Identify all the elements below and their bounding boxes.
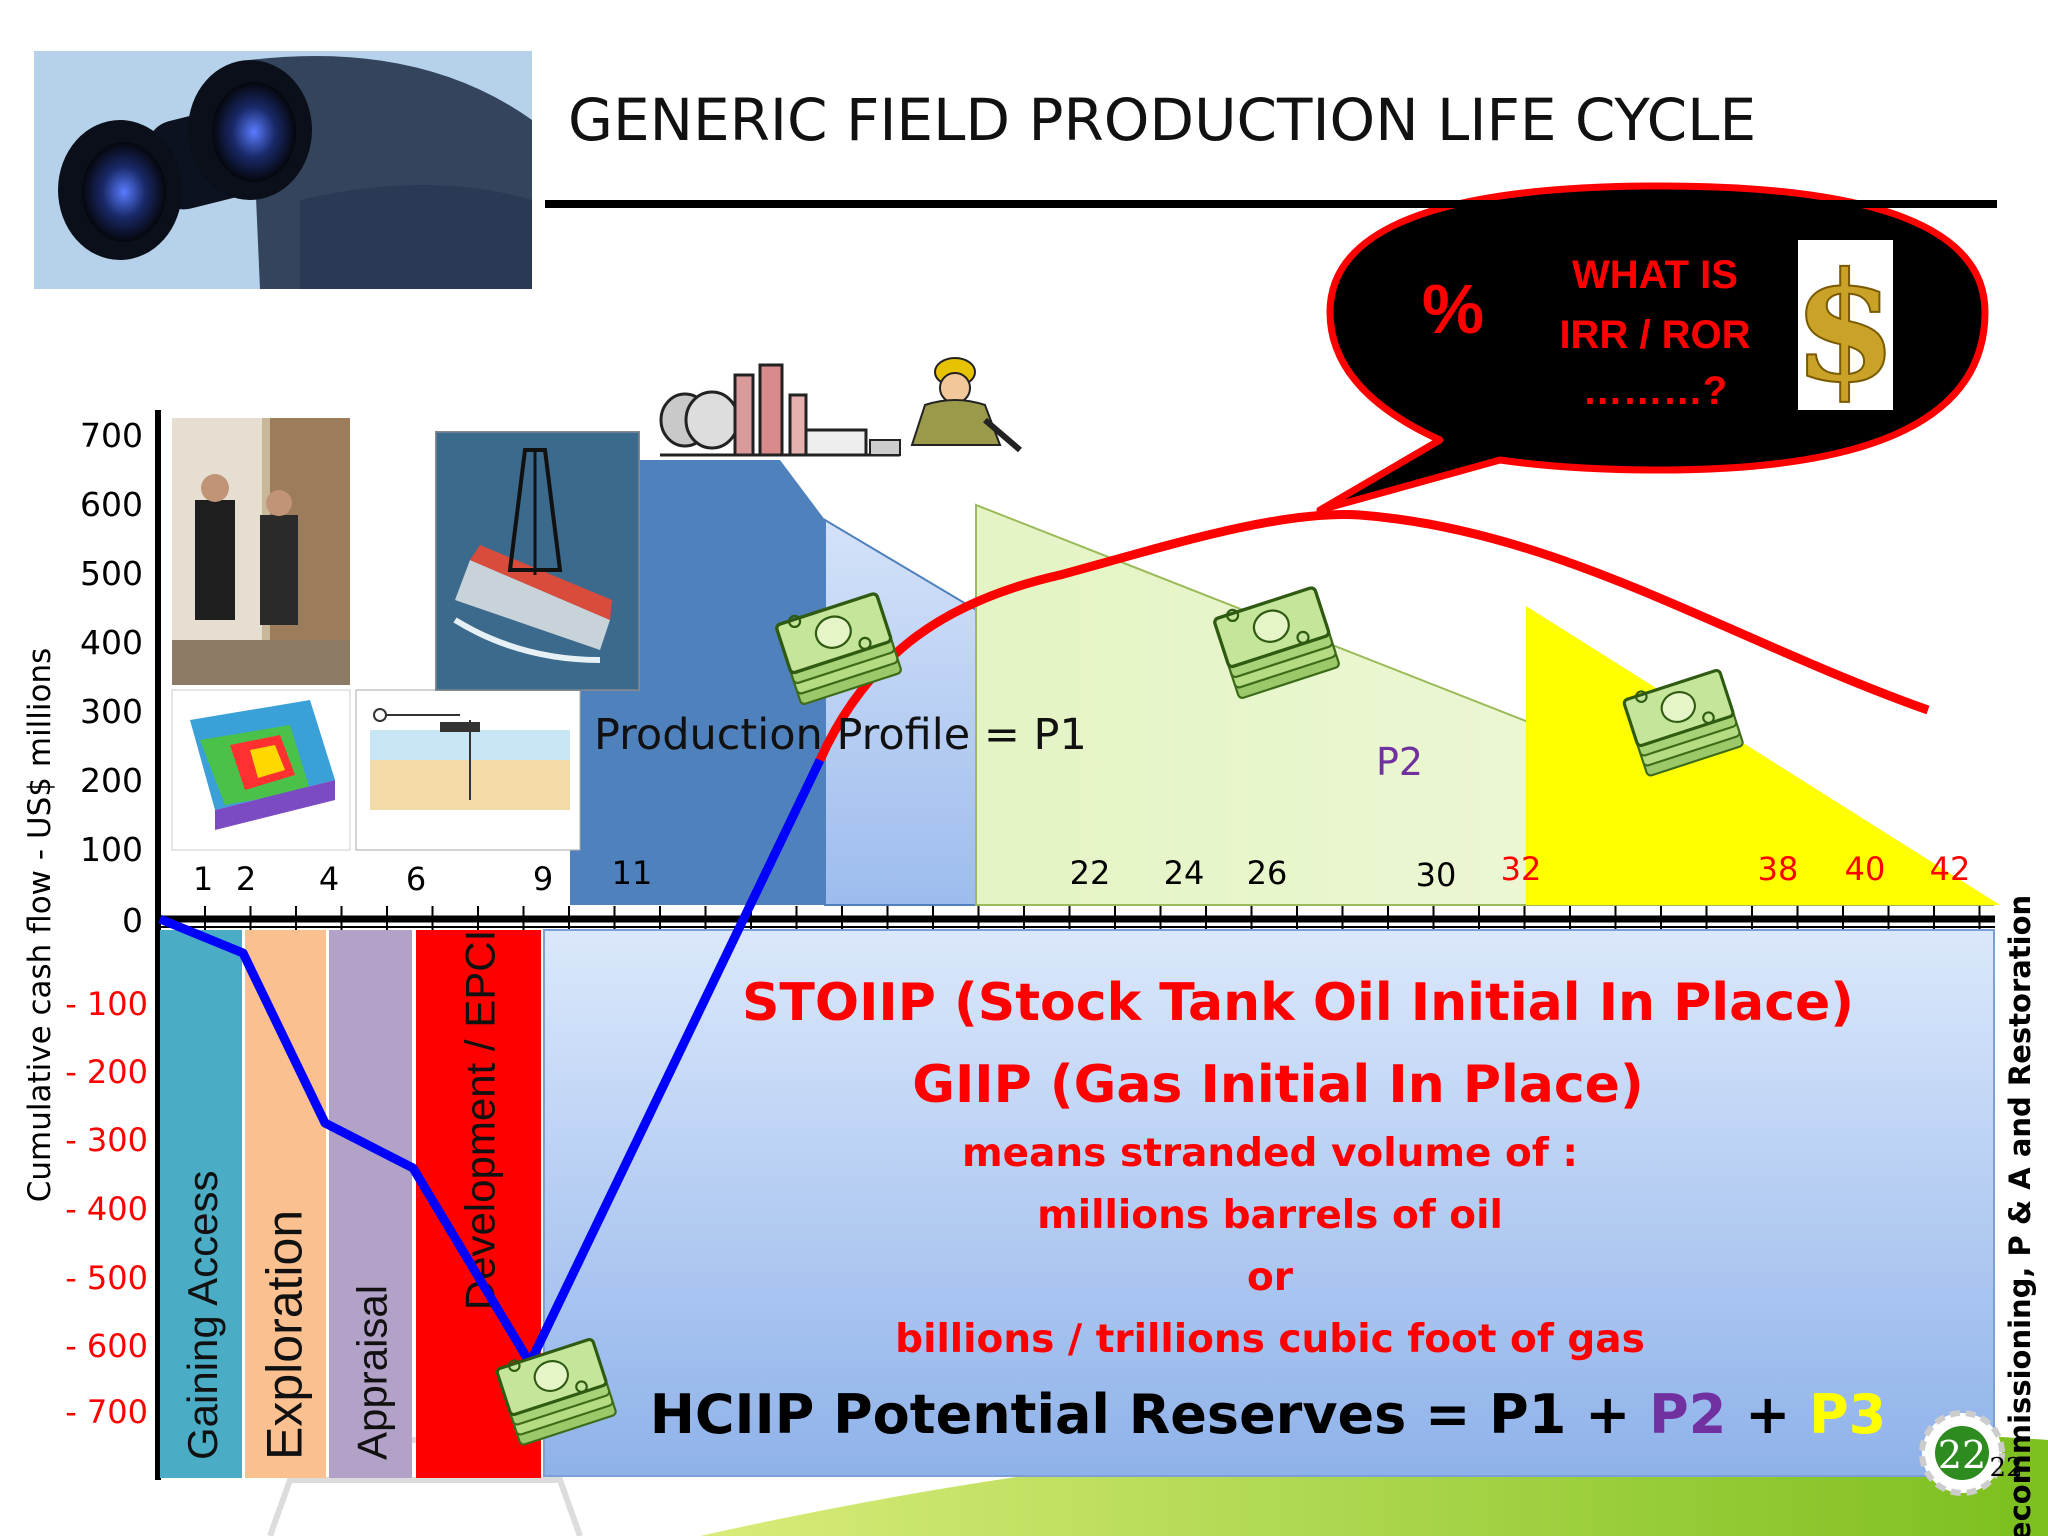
phase-label: Exploration [257,1210,313,1460]
or-line: or [1247,1255,1294,1300]
year-label: 1 [193,860,213,898]
phase-bar [160,930,242,1478]
year-label: 6 [406,860,426,898]
bubble-line-3: ………? [1583,369,1727,413]
year-label: 26 [1247,854,1288,892]
production-profile-p1-label: Production Profile = P1 [594,710,1087,760]
p3-production-profile [1526,606,2000,905]
irr-question-bubble: % WHAT IS IRR / ROR ………? $ [1316,182,1989,514]
phase-label: Gaining Access [179,1171,226,1461]
y-tick-label-negative: - 300 [65,1121,148,1159]
title-underline [545,200,1997,208]
year-label-red: 40 [1845,850,1886,888]
p2-label: P2 [1376,740,1423,784]
bubble-line-1: WHAT IS [1572,253,1738,297]
y-tick-label: 600 [80,485,143,524]
y-tick-label: 300 [80,692,143,731]
seismic-3d-model-image [171,689,351,851]
phase-bar [329,930,412,1478]
stoiip-line: STOIIP (Stock Tank Oil Initial In Place) [742,973,1854,1033]
stoiip-text-block: STOIIP (Stock Tank Oil Initial In Place)… [650,973,1887,1446]
barrels-line: millions barrels of oil [1037,1193,1503,1238]
x-axis [155,906,1995,932]
phase-bar [245,930,326,1478]
year-label: 2 [236,860,256,898]
stranded-volume-line: means stranded volume of : [962,1131,1578,1176]
year-label-red: 32 [1501,850,1542,888]
stoiip-box [543,929,1995,1477]
year-label: 30 [1416,856,1457,894]
page-number-badge: 22 22 [1919,1410,2023,1496]
page-number-small: 22 [1989,1453,2022,1483]
year-label: 9 [533,860,553,898]
y-tick-label: 0 [122,901,143,940]
production-facility-clipart [659,363,901,457]
offshore-drilling-diagram-image [355,689,581,851]
business-people-photo [172,418,350,685]
y-tick-label-negative: - 400 [65,1190,148,1228]
year-label-red: 38 [1758,850,1799,888]
y-tick-label: 500 [80,554,143,593]
dollar-icon: $ [1792,239,1898,417]
giip-line: GIIP (Gas Initial In Place) [912,1055,1643,1115]
bubble-line-2: IRR / ROR [1559,313,1750,357]
year-label-red: 42 [1930,850,1971,888]
y-tick-label-negative: - 200 [65,1053,148,1091]
drillship-photo [435,431,640,691]
gas-line: billions / trillions cubic foot of gas [895,1317,1645,1362]
y-tick-label: 100 [80,830,143,869]
percent-symbol: % [1422,270,1484,348]
y-tick-label-negative: - 700 [65,1393,148,1431]
y-tick-label: 200 [80,761,143,800]
y-tick-label: 400 [80,623,143,662]
year-label: 11 [612,854,653,892]
page-number: 22 [1938,1433,1986,1477]
svg-text:$: $ [1793,240,1897,416]
worker-clipart [910,357,1022,453]
slide-title: GENERIC FIELD PRODUCTION LIFE CYCLE [568,86,1757,154]
decommissioning-label: Decommissioning, P & A and Restoration [2003,895,2037,1536]
y-tick-label-negative: - 600 [65,1327,148,1365]
year-label: 22 [1070,854,1111,892]
binoculars-photo [34,51,532,289]
cash-flow-curve-negative [158,758,825,1368]
y-tick-label-negative: - 100 [65,985,148,1023]
year-label: 24 [1164,854,1205,892]
phase-label: Appraisal [349,1285,396,1460]
y-tick-label-negative: - 500 [65,1259,148,1297]
hciip-line: HCIIP Potential Reserves = P1 + P2 + P3 [650,1383,1887,1446]
y-axis-label: Cumulative cash flow - US$ millions [22,648,58,1203]
year-label: 4 [319,860,339,898]
cash-flow-curve-positive [815,510,1930,762]
y-tick-label: 700 [80,416,143,455]
